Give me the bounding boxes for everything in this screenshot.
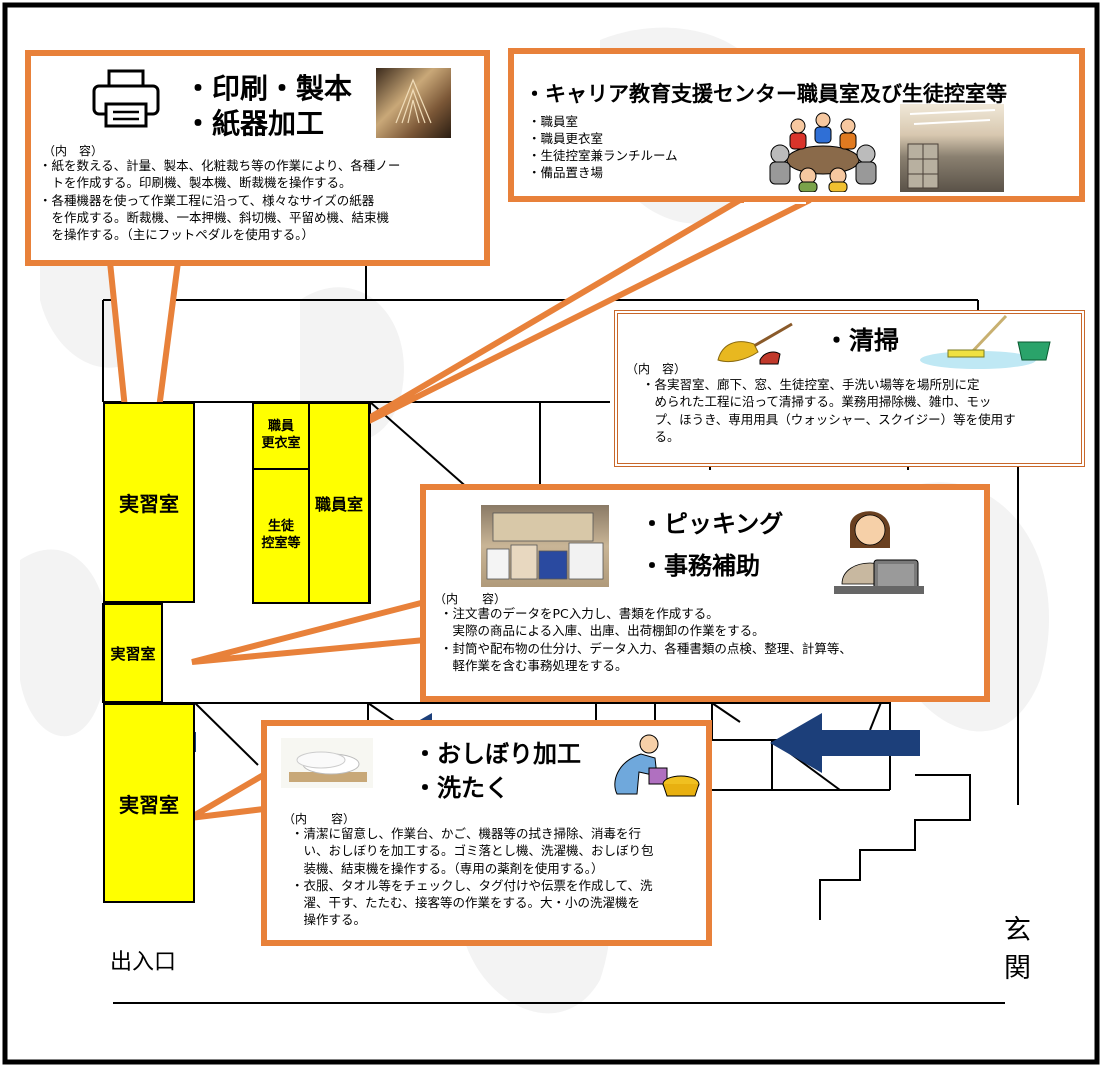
- arrow-right: [770, 713, 920, 773]
- callout-body: ・清潔に留意し、作業台、かご、機器等の拭き掃除、消毒を行 い、おしぼりを加工する…: [291, 826, 654, 928]
- callout-picking: ・ピッキング ・事務補助 （内 容） ・注文書のデータをPC入力し、書類を作成す…: [420, 484, 990, 702]
- mop-icon: [920, 314, 1051, 369]
- list-item: ・生徒控室兼ランチルーム: [528, 147, 678, 163]
- list-item: ・職員室: [528, 114, 579, 129]
- callout-career: ・キャリア教育支援センター職員室及び生徒控室等 ・職員室 ・職員更衣室 ・生徒控…: [508, 48, 1085, 202]
- room-shokuin: 職員室: [308, 402, 370, 604]
- exit-label: 出入口: [110, 950, 177, 975]
- room-label: 実習室: [110, 644, 156, 663]
- room-jisshu-lower: 実習室: [103, 703, 195, 903]
- office-worker-icon: [834, 511, 924, 594]
- callout-title: ・洗たく: [413, 774, 509, 802]
- pointer-picking: [191, 598, 428, 665]
- callout-title: ・事務補助: [640, 552, 760, 580]
- photo-goods: [481, 505, 609, 587]
- entrance-label: 玄 関: [1004, 915, 1031, 984]
- room-label: 生徒 控室等: [261, 519, 301, 551]
- people-meeting-icon: [769, 112, 877, 192]
- callout-title: ・紙器加工: [184, 107, 325, 140]
- broom-icon: [717, 322, 793, 365]
- room-label: 実習室: [119, 492, 179, 516]
- callout-pointers: [106, 197, 812, 821]
- callout-body: ・各実習室、廊下、窓、生徒控室、手洗い場等を場所別に定 められた工程に沿って清掃…: [642, 377, 1016, 444]
- callout-body: ・注文書のデータをPC入力し、書類を作成する。 実際の商品による入庫、出庫、出荷…: [440, 606, 852, 673]
- content-label: （内 容）: [43, 144, 104, 158]
- room-jisshu-middle: 実習室: [103, 603, 163, 703]
- content-label: （内 容）: [283, 812, 356, 826]
- room-shokuin-koui: 職員 更衣室: [252, 402, 310, 470]
- room-label: 職員 更衣室: [261, 419, 301, 451]
- room-jisshu-upper: 実習室: [103, 402, 195, 603]
- callout-body: ・紙を数える、計量、製本、化粧裁ち等の作業により、各種ノー トを作成する。印刷機…: [39, 158, 401, 242]
- callout-cleaning: ・清掃 （内 容） ・各実習室、廊下、窓、生徒控室、手洗い場等を場所別に定 めら…: [614, 310, 1085, 467]
- room-label: 職員室: [314, 495, 363, 514]
- content-label: （内 容）: [626, 362, 687, 376]
- callout-title: ・おしぼり加工: [413, 740, 581, 768]
- content-label: （内 容）: [434, 592, 507, 606]
- list-item: ・職員更衣室: [528, 130, 604, 146]
- printer-icon: [92, 69, 160, 128]
- room-seito-hikae: 生徒 控室等: [252, 468, 310, 604]
- callout-oshibori: ・おしぼり加工 ・洗たく （内 容） ・清潔に留意し、作業台、かご、機器等の拭き…: [261, 720, 712, 946]
- washing-person-icon: [614, 734, 700, 797]
- photo-locker-room: [900, 104, 1004, 192]
- callout-title: ・清掃: [824, 326, 900, 355]
- photo-paper-book: [376, 68, 451, 138]
- list-item: ・備品置き場: [528, 164, 604, 180]
- photo-oshibori: [281, 738, 373, 788]
- callout-title: ・ピッキング: [640, 510, 784, 538]
- career-list: ・職員室 ・職員更衣室 ・生徒控室兼ランチルーム ・備品置き場: [528, 114, 678, 182]
- callout-title: ・キャリア教育支援センター職員室及び生徒控室等: [524, 82, 1007, 106]
- callout-print: ・印刷・製本 ・紙器加工 （内 容） ・紙を数える、計量、製本、化粧裁ち等の作業…: [25, 50, 490, 266]
- callout-title: ・印刷・製本: [184, 72, 353, 105]
- pointer-oshibori: [188, 764, 275, 821]
- room-label: 実習室: [119, 792, 179, 817]
